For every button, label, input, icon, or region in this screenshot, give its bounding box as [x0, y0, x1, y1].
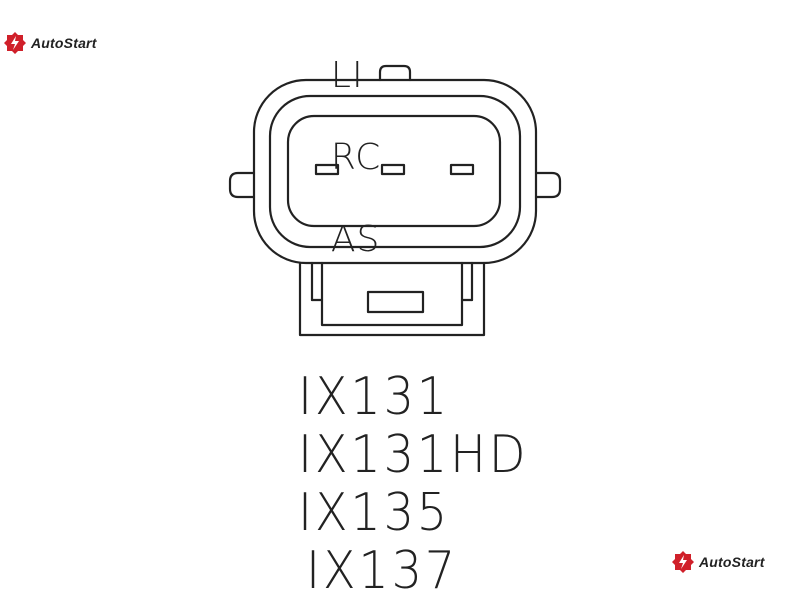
model-item: IX131	[298, 367, 451, 427]
connector-right-ear	[534, 171, 562, 199]
model-list: IX131 IX131HD IX135 IX137	[298, 368, 548, 600]
brand-name: AutoStart	[31, 35, 97, 51]
model-item: IX131HD	[298, 425, 529, 485]
autostart-gear-icon	[4, 32, 26, 54]
connector-left-ear	[228, 171, 256, 199]
model-item: IX135	[298, 483, 451, 543]
connector-pin-li	[314, 163, 340, 176]
connector-inner-face	[286, 114, 502, 228]
autostart-gear-icon	[672, 551, 694, 573]
connector-middle-outline	[268, 94, 522, 249]
connector-lock-inner	[320, 261, 464, 327]
pin-label-li: LI	[330, 55, 364, 96]
connector-lock-latch	[366, 290, 425, 314]
brand-name: AutoStart	[699, 554, 765, 570]
autostart-logo-top: AutoStart	[4, 32, 97, 54]
model-item: IX137	[306, 541, 459, 601]
connector-pin-rc	[380, 163, 406, 176]
pin-label-rc: RC	[330, 137, 382, 178]
connector-pin-as	[449, 163, 475, 176]
connector-lock-body	[298, 261, 486, 337]
autostart-logo-bottom: AutoStart	[672, 551, 765, 573]
connector-outer-housing	[252, 78, 538, 265]
connector-top-tab	[378, 64, 412, 82]
